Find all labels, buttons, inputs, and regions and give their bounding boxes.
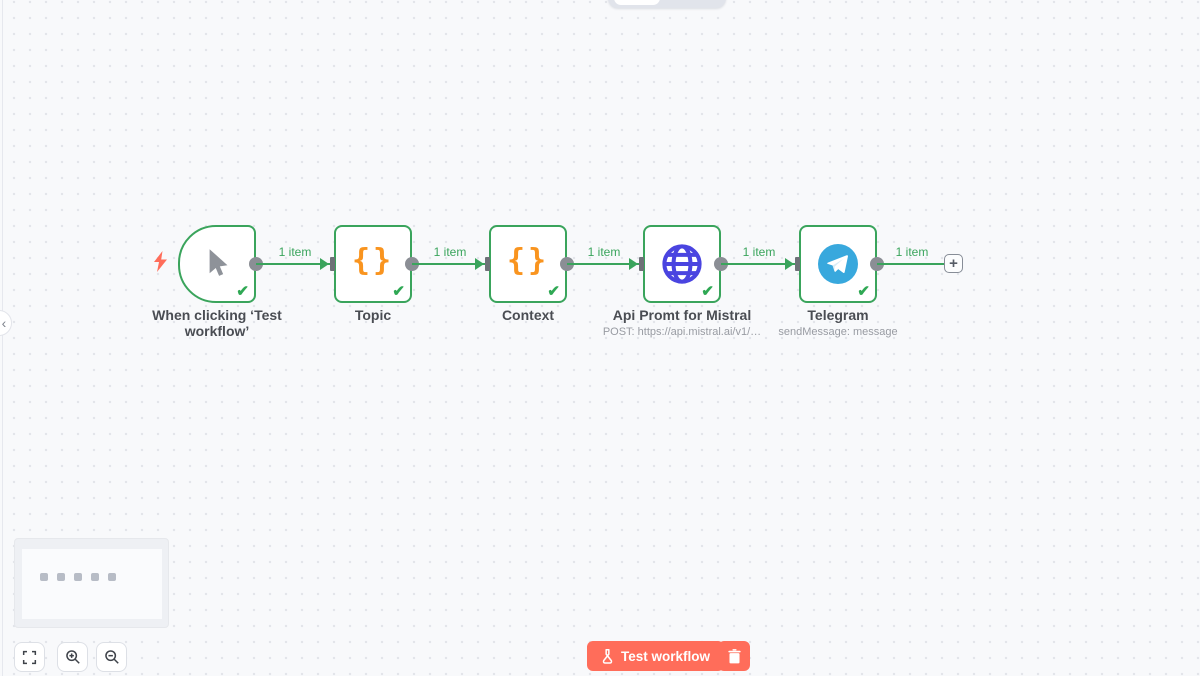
fit-view-icon bbox=[22, 650, 37, 664]
node-title: When clicking ‘Test workflow’ bbox=[152, 307, 282, 339]
success-check-icon: ✔ bbox=[701, 283, 714, 300]
flask-icon bbox=[602, 648, 613, 664]
node-manual-trigger[interactable]: ✔ When clicking ‘Test workflow’ bbox=[152, 225, 282, 339]
top-segmented-control[interactable] bbox=[608, 0, 726, 8]
minimap-node bbox=[74, 573, 82, 581]
test-workflow-label: Test workflow bbox=[621, 648, 711, 664]
test-workflow-button[interactable]: Test workflow bbox=[587, 641, 725, 671]
minimap[interactable] bbox=[14, 538, 169, 628]
braces-icon: {} bbox=[506, 243, 550, 278]
zoom-out-icon bbox=[104, 650, 119, 664]
connection-items-label: 1 item bbox=[278, 245, 312, 259]
zoom-in-button[interactable] bbox=[57, 642, 88, 672]
input-endpoint[interactable] bbox=[330, 257, 335, 271]
delete-workflow-button[interactable] bbox=[718, 641, 750, 671]
node-title: Context bbox=[501, 307, 555, 323]
braces-icon: {} bbox=[351, 243, 395, 278]
segmented-control-active-pill bbox=[614, 0, 660, 5]
input-endpoint[interactable] bbox=[639, 257, 644, 271]
chevron-left-icon: ‹ bbox=[1, 315, 7, 331]
plus-icon: + bbox=[949, 255, 958, 272]
globe-icon bbox=[645, 227, 719, 301]
minimap-node bbox=[57, 573, 65, 581]
connection-items-label: 1 item bbox=[587, 245, 621, 259]
success-check-icon: ✔ bbox=[236, 283, 249, 300]
lightning-bolt-icon bbox=[154, 251, 167, 272]
node-title: Topic bbox=[354, 307, 392, 323]
fit-view-button[interactable] bbox=[14, 642, 45, 672]
connection-items-label: 1 item bbox=[433, 245, 467, 259]
telegram-icon bbox=[801, 227, 875, 301]
node-api-mistral[interactable]: ✔ Api Promt for Mistral POST: https://ap… bbox=[603, 225, 761, 338]
node-telegram[interactable]: ✔ Telegram sendMessage: message bbox=[778, 225, 898, 338]
success-check-icon: ✔ bbox=[547, 283, 560, 300]
connection-items-label: 1 item bbox=[742, 245, 776, 259]
minimap-node bbox=[91, 573, 99, 581]
success-check-icon: ✔ bbox=[857, 283, 870, 300]
minimap-node bbox=[40, 573, 48, 581]
connection-items-label: 1 item bbox=[895, 245, 929, 259]
minimap-node bbox=[108, 573, 116, 581]
minimap-viewport bbox=[22, 549, 162, 619]
node-subtitle: sendMessage: message bbox=[778, 326, 898, 338]
trash-icon bbox=[727, 648, 741, 663]
node-title: Api Promt for Mistral bbox=[612, 307, 752, 323]
node-subtitle: POST: https://api.mistral.ai/v1/… bbox=[602, 326, 762, 338]
success-check-icon: ✔ bbox=[392, 283, 405, 300]
cursor-icon bbox=[180, 227, 254, 301]
add-node-button[interactable]: + bbox=[944, 254, 963, 273]
input-endpoint[interactable] bbox=[795, 257, 800, 271]
zoom-in-icon bbox=[65, 650, 80, 664]
sidebar-collapse-button[interactable]: ‹ bbox=[0, 310, 12, 336]
arrowhead-icon bbox=[475, 258, 484, 270]
node-title: Telegram bbox=[807, 307, 869, 323]
sidebar-edge-divider bbox=[2, 0, 3, 676]
arrowhead-icon bbox=[629, 258, 638, 270]
node-topic[interactable]: {} ✔ Topic bbox=[334, 225, 412, 323]
arrowhead-icon bbox=[785, 258, 794, 270]
node-context[interactable]: {} ✔ Context bbox=[489, 225, 567, 323]
zoom-out-button[interactable] bbox=[96, 642, 127, 672]
arrowhead-icon bbox=[320, 258, 329, 270]
input-endpoint[interactable] bbox=[485, 257, 490, 271]
